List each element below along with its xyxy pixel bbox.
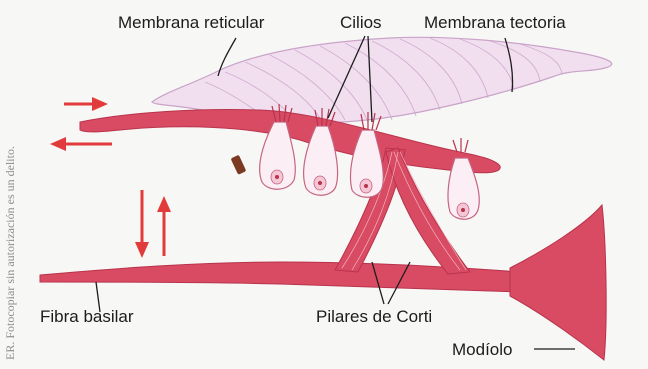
arrow-up-icon <box>157 196 171 256</box>
arrow-left-icon <box>50 137 112 151</box>
label-modiolo: Modíolo <box>452 340 512 359</box>
arrow-right-icon <box>64 97 108 111</box>
side-copyright-notice: ER. Fotocopiar sin autorización es un de… <box>3 146 17 360</box>
debris-mark <box>231 155 247 175</box>
label-fibra-basilar: Fibra basilar <box>40 307 134 326</box>
label-pilares-de-corti: Pilares de Corti <box>316 307 432 326</box>
modiolus <box>510 205 606 360</box>
arrow-down-icon <box>135 190 149 258</box>
label-cilios: Cilios <box>340 13 382 32</box>
label-membrana-reticular: Membrana reticular <box>118 13 265 32</box>
label-membrana-tectoria: Membrana tectoria <box>424 13 566 32</box>
